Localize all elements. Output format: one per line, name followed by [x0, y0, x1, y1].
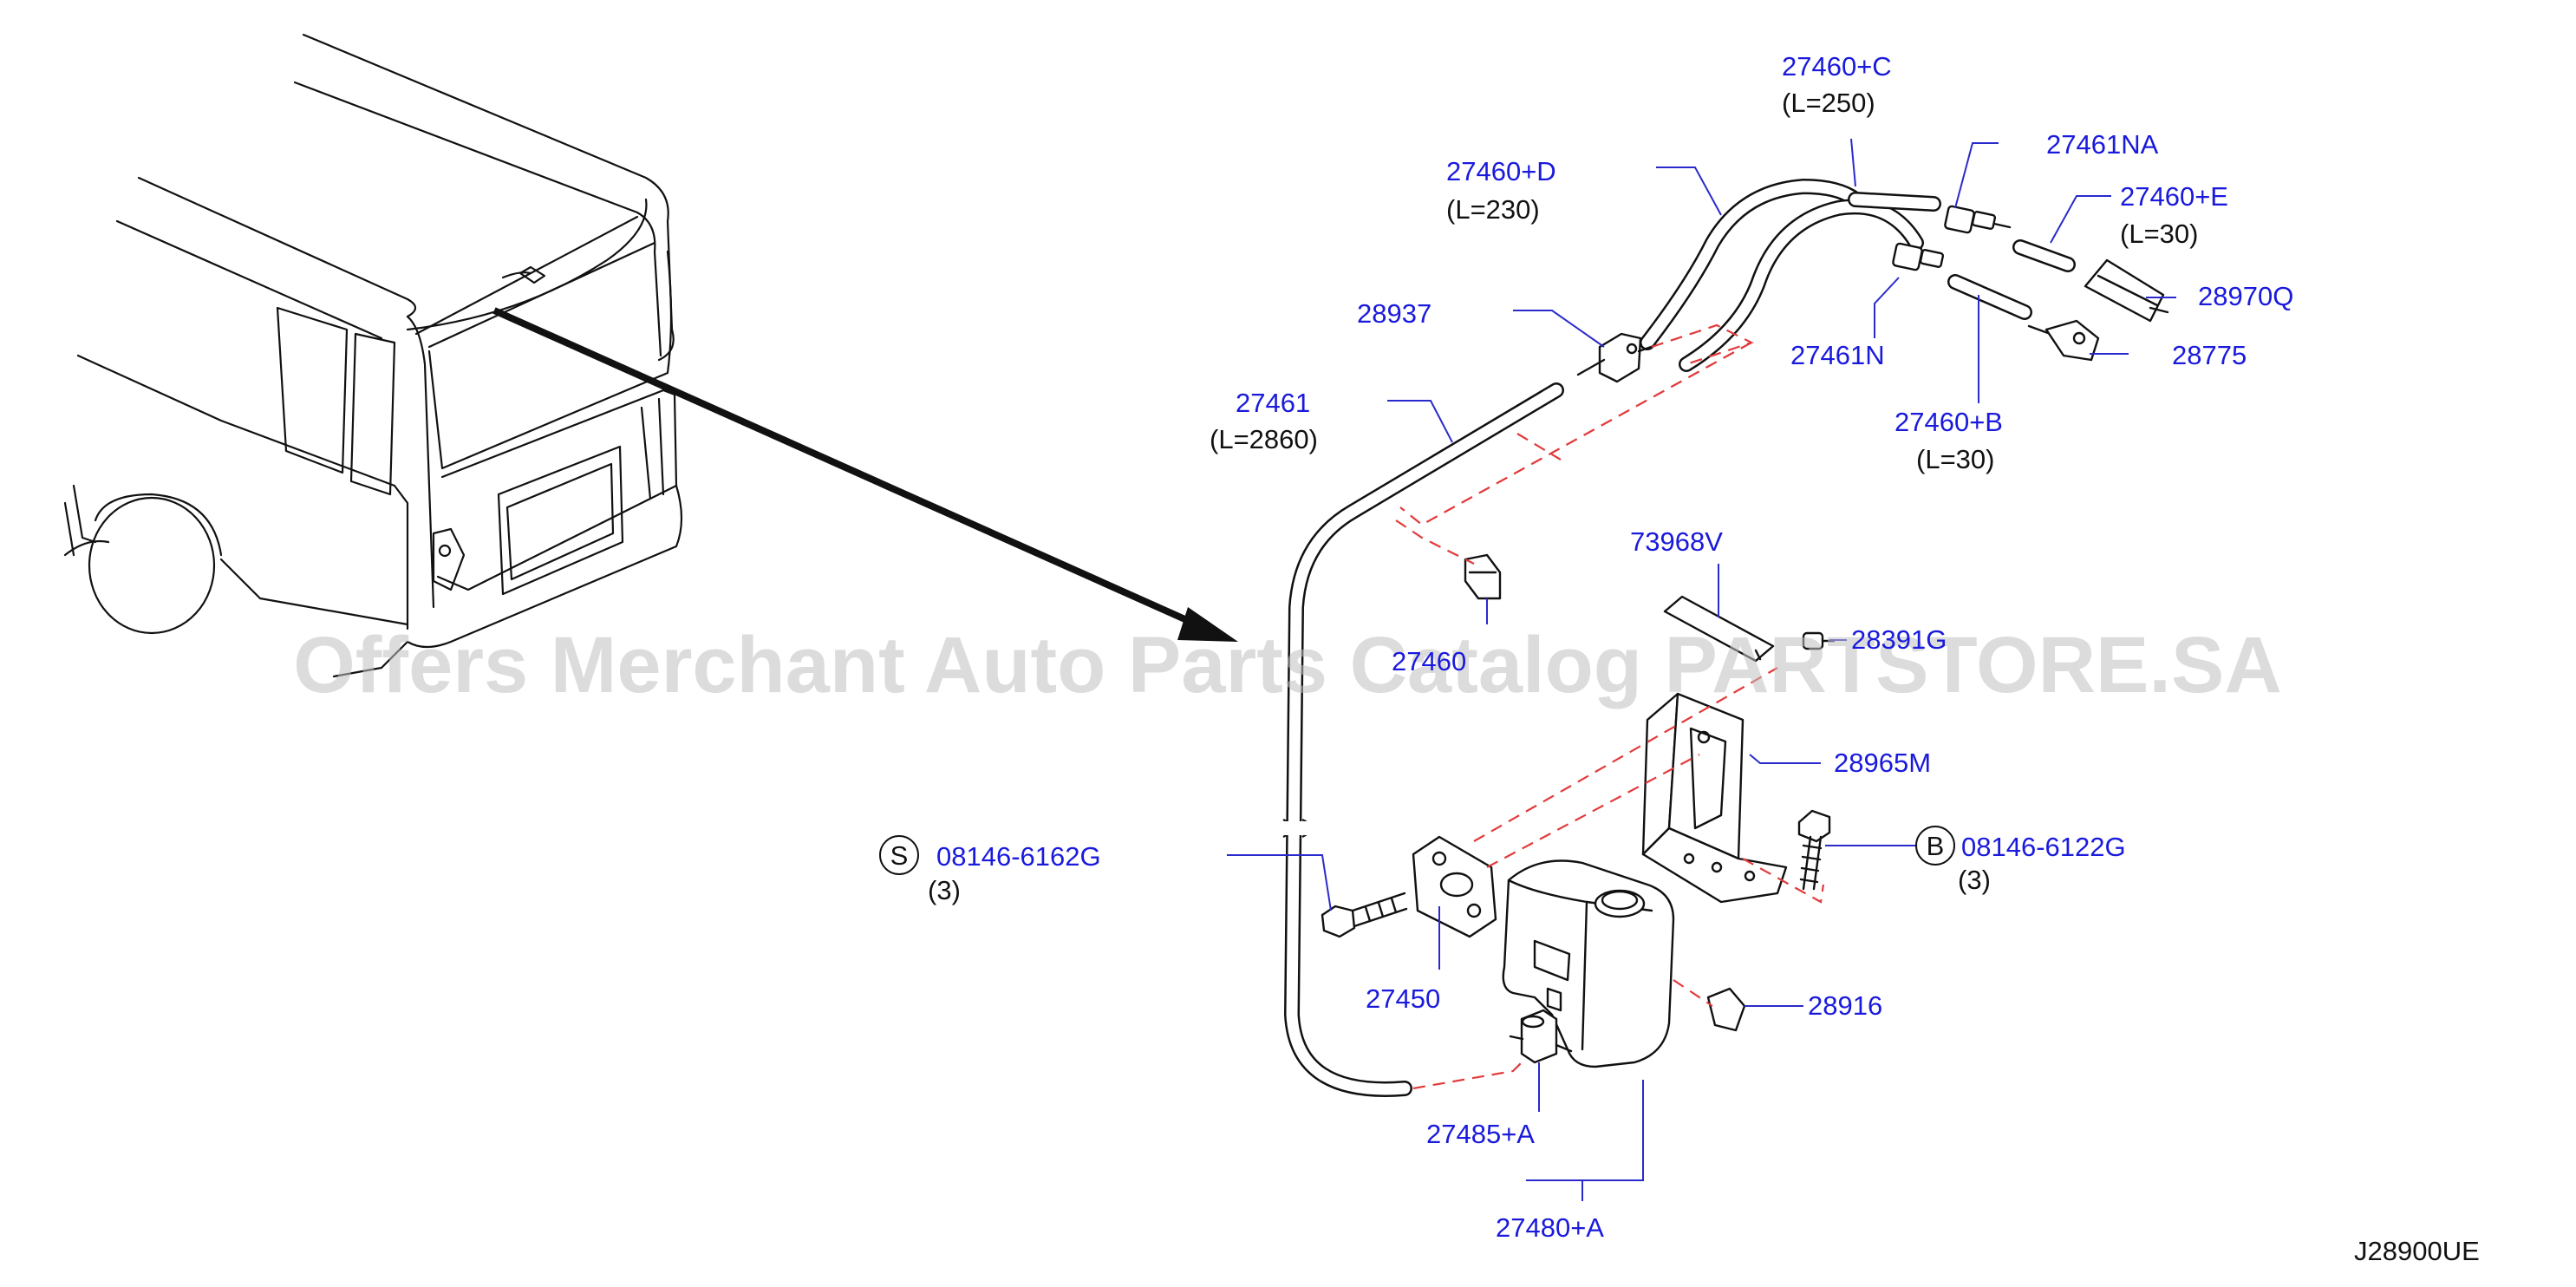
- bolt-08146-6122g: [1797, 809, 1831, 891]
- label-28391g[interactable]: 28391G: [1851, 624, 1947, 655]
- label-73968v[interactable]: 73968V: [1630, 526, 1723, 557]
- label-27480a[interactable]: 27480+A: [1496, 1212, 1604, 1243]
- watermark: Offers Merchant Auto Parts Catalog PARTS…: [293, 621, 2282, 709]
- hose-27460b: [1947, 274, 2032, 320]
- bracket-28965m: [1641, 692, 1788, 904]
- label-28965m[interactable]: 28965M: [1834, 748, 1931, 778]
- label-27460e[interactable]: 27460+E: [2120, 181, 2228, 212]
- label-27450[interactable]: 27450: [1366, 983, 1440, 1014]
- label-27460d-length: (L=230): [1446, 194, 1540, 225]
- label-27461[interactable]: 27461: [1236, 388, 1310, 418]
- seal-plate-27450: [1412, 835, 1497, 938]
- label-27460e-length: (L=30): [2120, 219, 2198, 249]
- label-28937[interactable]: 28937: [1357, 298, 1431, 329]
- check-valve-28937: [1576, 332, 1658, 383]
- label-28970q[interactable]: 28970Q: [2198, 281, 2293, 311]
- hose-27461: [1280, 382, 1564, 1097]
- leader-lines: [1227, 138, 2176, 1201]
- diagram-code: J28900UE: [2354, 1236, 2480, 1266]
- bolt-08146-6162g: [1321, 892, 1408, 938]
- label-27461-length: (L=2860): [1210, 424, 1318, 454]
- badge-b-text: B: [1927, 831, 1945, 861]
- label-08146-6162g-qty: (3): [928, 875, 961, 905]
- washer-pump-27485a: [1509, 1009, 1573, 1064]
- badge-s: S: [879, 835, 919, 875]
- van-illustration: [63, 33, 683, 678]
- label-08146-6122g-qty: (3): [1958, 865, 1991, 895]
- label-08146-6162g[interactable]: 08146-6162G: [936, 841, 1101, 872]
- label-08146-6122g[interactable]: 08146-6122G: [1961, 832, 2126, 862]
- label-27485a[interactable]: 27485+A: [1426, 1119, 1535, 1149]
- dashed-lines: [1395, 323, 1825, 1090]
- badge-b: B: [1915, 826, 1955, 866]
- label-27461n[interactable]: 27461N: [1790, 340, 1885, 370]
- badge-s-text: S: [890, 840, 909, 871]
- connector-27461na: [1944, 205, 2012, 234]
- nozzle-cap-28970q: [2084, 258, 2169, 323]
- reservoir-tank-27480a: [1502, 859, 1675, 1068]
- hose-27460d: [1640, 179, 1863, 350]
- label-27460c-length: (L=250): [1782, 88, 1875, 118]
- label-27460c[interactable]: 27460+C: [1782, 51, 1892, 82]
- grommet-28391g: [1802, 631, 1836, 650]
- label-27460[interactable]: 27460: [1392, 646, 1466, 676]
- hose-27460c: [1679, 192, 1941, 372]
- label-27460d[interactable]: 27460+D: [1446, 156, 1556, 186]
- clip-27460: [1464, 553, 1502, 600]
- nozzle-28775: [2027, 319, 2100, 362]
- location-arrow: [492, 307, 1238, 642]
- part-labels: 27460+C (L=250) 27461NA 27460+D (L=230) …: [928, 51, 2480, 1266]
- hose-27460e: [2012, 239, 2076, 272]
- label-27461na[interactable]: 27461NA: [2046, 129, 2159, 160]
- cap-28916: [1706, 987, 1746, 1032]
- label-28775[interactable]: 28775: [2172, 340, 2247, 370]
- connector-27461n: [1892, 242, 1945, 271]
- label-28916[interactable]: 28916: [1808, 990, 1882, 1021]
- label-27460b-length: (L=30): [1916, 444, 1994, 474]
- tube-73968v: [1663, 595, 1775, 663]
- label-27460b[interactable]: 27460+B: [1895, 407, 2003, 437]
